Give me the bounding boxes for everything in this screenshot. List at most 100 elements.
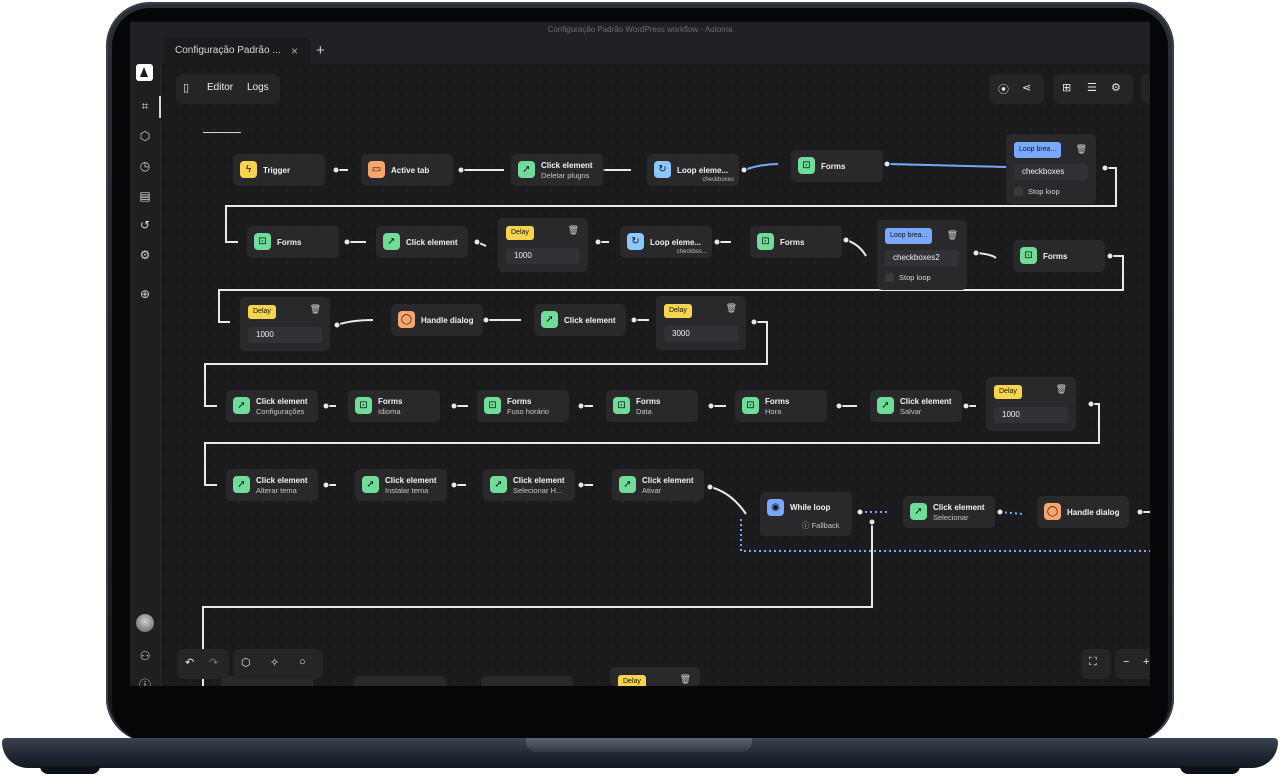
tab-editor[interactable]: Editor [207, 82, 234, 93]
node-partial[interactable] [481, 676, 573, 686]
node-forms[interactable]: ⊡ Forms [750, 226, 842, 258]
delay-field[interactable]: 3000 [664, 326, 738, 342]
zoom-out-icon[interactable]: − [1123, 656, 1130, 668]
node-trigger[interactable]: ϟ Trigger [233, 154, 325, 186]
node-click-element[interactable]: ➚ Click element [534, 304, 626, 336]
canvas-tools-toolbar: ⬡ ✧ ○ [233, 649, 323, 679]
node-delay[interactable]: Delay 🗑 [610, 667, 700, 686]
form-icon: ⊡ [742, 397, 759, 414]
table-icon[interactable]: ⊞ [1062, 82, 1072, 94]
node-delay[interactable]: Delay 🗑 1000 [240, 297, 330, 351]
node-forms[interactable]: ⊡ Forms [247, 226, 339, 258]
node-handle-dialog[interactable]: ◯ Handle dialog [1037, 496, 1129, 528]
node-description: Selecionar [933, 513, 969, 522]
node-forms[interactable]: ⊡ Forms Fuso horário [477, 390, 569, 422]
info-icon[interactable]: ⓘ [138, 678, 151, 686]
node-active-tab[interactable]: ▭ Active tab [361, 154, 453, 186]
edge [740, 519, 1150, 552]
history-icon[interactable]: ↺ [139, 218, 151, 232]
trash-icon[interactable]: 🗑 [1055, 384, 1067, 394]
search-icon[interactable]: ○ [299, 656, 306, 668]
tab-logs[interactable]: Logs [247, 82, 269, 93]
node-label: Trigger [263, 166, 291, 175]
loop-id-field[interactable]: checkboxes2 [885, 250, 959, 266]
node-handle-dialog[interactable]: ◯ Handle dialog [391, 304, 483, 336]
loop-id-field[interactable]: checkboxes [1014, 164, 1088, 180]
gear-icon[interactable]: ⚙ [1111, 82, 1121, 94]
node-forms[interactable]: ⊡ Forms Hora [735, 390, 827, 422]
package-icon[interactable]: ⬡ [241, 657, 251, 669]
node-partial[interactable] [354, 676, 446, 686]
node-click-element[interactable]: ➚ Click element Salvar [870, 390, 962, 422]
node-click-element[interactable]: ➚ Click element Alterar tema [226, 469, 318, 501]
automa-logo-icon[interactable] [136, 64, 153, 81]
cursor-icon: ➚ [383, 233, 400, 250]
edge [743, 163, 779, 171]
node-click-element[interactable]: ➚ Click element Ativar [612, 469, 704, 501]
trash-icon[interactable]: 🗑 [725, 303, 737, 313]
node-partial[interactable] [221, 676, 313, 686]
stop-loop-checkbox[interactable] [885, 273, 894, 282]
avatar[interactable] [136, 614, 154, 632]
form-icon: ⊡ [1020, 247, 1037, 264]
add-tab-icon[interactable]: + [316, 42, 325, 59]
storage-icon[interactable]: ▤ [139, 189, 151, 203]
node-delay[interactable]: Delay 🗑 1000 [498, 218, 588, 272]
node-forms[interactable]: ⊡ Forms Data [606, 390, 698, 422]
delay-field[interactable]: 1000 [506, 248, 580, 264]
node-forms[interactable]: ⊡ Forms [791, 150, 883, 182]
delay-field[interactable]: 1000 [248, 327, 322, 343]
node-loop-breakpoint[interactable]: Loop brea... 🗑 checkboxes Stop loop [1006, 134, 1096, 204]
sidebar-panel-icon[interactable]: ▯ [183, 82, 190, 94]
magic-icon[interactable]: ✧ [270, 657, 280, 669]
node-click-element[interactable]: ➚ Click element Selecionar [903, 496, 995, 528]
node-click-element[interactable]: ➚ Click element Selecionar H... [483, 469, 575, 501]
node-click-element[interactable]: ➚ Click element Configurações [226, 390, 318, 422]
trash-icon[interactable]: 🗑 [567, 225, 579, 235]
stop-loop-checkbox[interactable] [1014, 187, 1023, 196]
node-loop-element[interactable]: ↻ Loop eleme... checkbos... [620, 226, 712, 258]
database-icon[interactable]: ☰ [1087, 82, 1097, 94]
node-label: Forms [780, 238, 805, 247]
node-loop-breakpoint[interactable]: Loop brea... 🗑 checkboxes2 Stop loop [877, 220, 967, 290]
app-screen: Configuração Padrão WordPress workflow -… [130, 22, 1150, 686]
package-icon[interactable]: ⬡ [139, 129, 151, 143]
clock-icon[interactable]: ◷ [139, 159, 151, 173]
node-forms[interactable]: ⊡ Forms Idioma [348, 390, 440, 422]
node-label: Active tab [391, 166, 430, 175]
dialog-icon: ◯ [398, 311, 415, 328]
workflow-canvas[interactable]: ▯ Editor Logs ⦿ ⋖ ⊞ ☰ ⚙ ϟ Trigger ▭ Acti… [161, 64, 1150, 686]
node-description: Instalar tema [385, 486, 429, 495]
node-label: Click element [256, 397, 308, 406]
crosshair-icon[interactable]: ⊕ [139, 287, 151, 301]
zoom-in-icon[interactable]: + [1143, 656, 1150, 668]
node-while-loop[interactable]: ◉ While loop ⓘ Fallback [760, 492, 852, 536]
trash-icon[interactable]: 🗑 [309, 304, 321, 314]
trash-icon[interactable]: 🗑 [1075, 144, 1087, 154]
close-icon[interactable]: × [290, 44, 298, 58]
node-label: Click element [900, 397, 952, 406]
node-click-element[interactable]: ➚ Click element [376, 226, 468, 258]
workflow-icon[interactable]: ⌗ [141, 99, 149, 113]
node-click-element[interactable]: ➚ Click element Instalar tema [355, 469, 447, 501]
delay-field[interactable]: 1000 [994, 407, 1068, 423]
node-click-element[interactable]: ➚ Click element Deletar plugns [511, 154, 603, 186]
undo-icon[interactable]: ↶ [185, 657, 195, 669]
node-forms[interactable]: ⊡ Forms [1013, 240, 1105, 272]
users-icon[interactable]: ⚇ [139, 649, 151, 663]
node-label: Click element [642, 476, 694, 485]
fullscreen-icon[interactable]: ⛶ [1089, 656, 1097, 668]
cursor-icon: ➚ [518, 161, 535, 178]
node-sub: checkbos... [676, 249, 707, 255]
tab-workflow[interactable]: Configuração Padrão ... × [164, 38, 310, 64]
broadcast-icon[interactable]: ⦿ [998, 84, 1009, 96]
redo-icon[interactable]: ↷ [209, 657, 219, 669]
cursor-icon: ➚ [541, 311, 558, 328]
trash-icon[interactable]: 🗑 [946, 230, 958, 240]
node-delay[interactable]: Delay 🗑 3000 [656, 296, 746, 350]
node-delay[interactable]: Delay 🗑 1000 [986, 377, 1076, 431]
share-icon[interactable]: ⋖ [1022, 82, 1032, 94]
node-loop-element[interactable]: ↻ Loop eleme... checkboxes [647, 154, 739, 186]
trash-icon[interactable]: 🗑 [679, 674, 691, 684]
settings-gear-icon[interactable]: ⚙ [139, 248, 151, 262]
